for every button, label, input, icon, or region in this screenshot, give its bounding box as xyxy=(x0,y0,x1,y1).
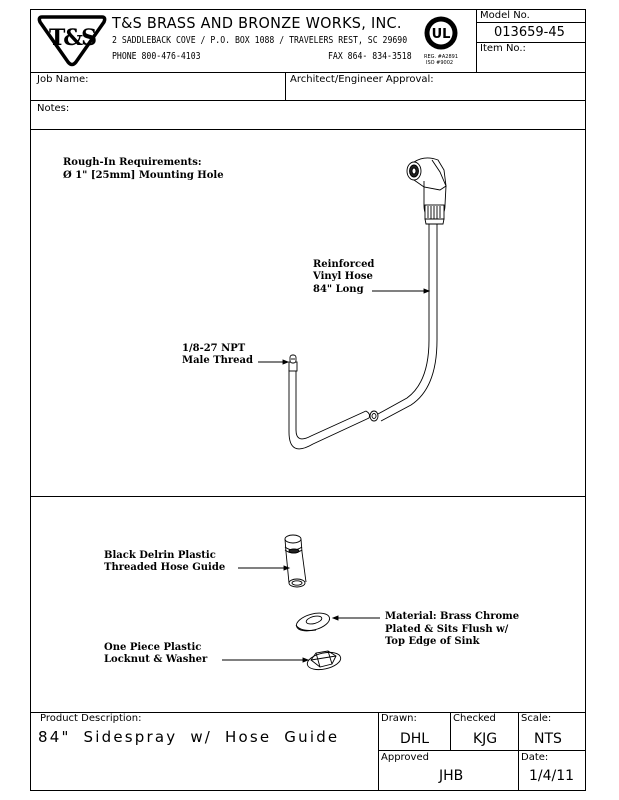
hose-callout-line-3: 84" Long xyxy=(313,284,364,295)
drawing-frame xyxy=(30,9,586,791)
product-description-label: Product Description: xyxy=(40,713,142,724)
date-value: 1/4/11 xyxy=(529,768,575,784)
drawn-value: DHL xyxy=(400,731,430,747)
thread-callout-line-1: 1/8-27 NPT xyxy=(182,343,246,354)
scale-value: NTS xyxy=(534,731,562,747)
thread-callout-line-2: Male Thread xyxy=(182,355,254,366)
material-callout-line-3: Top Edge of Sink xyxy=(385,636,480,647)
title-block-top-divider xyxy=(30,712,586,713)
locknut-callout-line-1: One Piece Plastic xyxy=(104,642,202,653)
hose-guide-callout-line-1: Black Delrin Plastic xyxy=(104,550,216,561)
model-no-label: Model No. xyxy=(480,10,530,21)
date-label: Date: xyxy=(521,752,549,763)
item-no-label: Item No.: xyxy=(480,43,526,54)
hose-callout-line-2: Vinyl Hose xyxy=(313,271,373,282)
job-name-label: Job Name: xyxy=(37,74,89,85)
hose-guide-icon xyxy=(284,534,307,588)
company-name: T&S BRASS AND BRONZE WORKS, INC. xyxy=(112,14,402,32)
header-bottom-divider xyxy=(30,72,586,73)
approved-label: Approved xyxy=(381,752,429,763)
drawing-section-divider xyxy=(30,496,586,497)
drawn-label: Drawn: xyxy=(381,713,417,724)
svg-text:UL: UL xyxy=(432,27,451,42)
material-callout-line-2: Plated & Sits Flush w/ xyxy=(385,624,509,635)
scale-label: Scale: xyxy=(521,713,552,724)
ts-logo: T&S xyxy=(37,15,107,67)
job-row-divider xyxy=(30,100,586,101)
material-callout-line-1: Material: Brass Chrome xyxy=(385,611,520,622)
flange-icon xyxy=(295,612,331,632)
hose-guide-callout-line-2: Threaded Hose Guide xyxy=(104,562,226,573)
hose-callout-line-1: Reinforced xyxy=(313,259,375,270)
job-architect-divider xyxy=(285,72,286,101)
title-block-mid-divider xyxy=(378,750,586,751)
certification-line-2: ISO #9002 xyxy=(426,60,454,66)
architect-approval-label: Architect/Engineer Approval: xyxy=(290,74,434,85)
model-box-divider xyxy=(476,9,477,72)
checked-value: KJG xyxy=(473,731,498,747)
rough-in-title: Rough-In Requirements: xyxy=(63,157,202,168)
checked-label: Checked xyxy=(453,713,496,724)
notes-divider xyxy=(30,129,586,130)
logo-text: T&S xyxy=(49,25,96,51)
locknut-callout-line-2: Locknut & Washer xyxy=(104,654,208,665)
notes-label: Notes: xyxy=(37,103,70,114)
model-label-divider xyxy=(476,22,586,23)
approved-value: JHB xyxy=(439,768,464,784)
spray-head-icon xyxy=(406,157,447,225)
description-divider xyxy=(378,712,379,791)
model-no-value: 013659-45 xyxy=(494,25,565,40)
company-address: 2 SADDLEBACK COVE / P.O. BOX 1088 / TRAV… xyxy=(112,35,408,46)
locknut-icon xyxy=(306,650,342,671)
vinyl-hose-icon xyxy=(288,224,438,450)
ul-logo-icon: UL xyxy=(424,16,458,50)
drawn-checked-divider xyxy=(450,712,451,750)
rough-in-detail: Ø 1" [25mm] Mounting Hole xyxy=(63,170,224,181)
checked-scale-divider xyxy=(518,712,519,791)
company-phone: PHONE 800-476-4103 xyxy=(112,51,201,62)
company-fax: FAX 864- 834-3518 xyxy=(328,51,412,62)
model-value-divider xyxy=(476,42,586,43)
certification-line-1: REG. #A2891 xyxy=(424,54,459,60)
product-description-value: 84" Sidespray w/ Hose Guide xyxy=(38,728,340,746)
